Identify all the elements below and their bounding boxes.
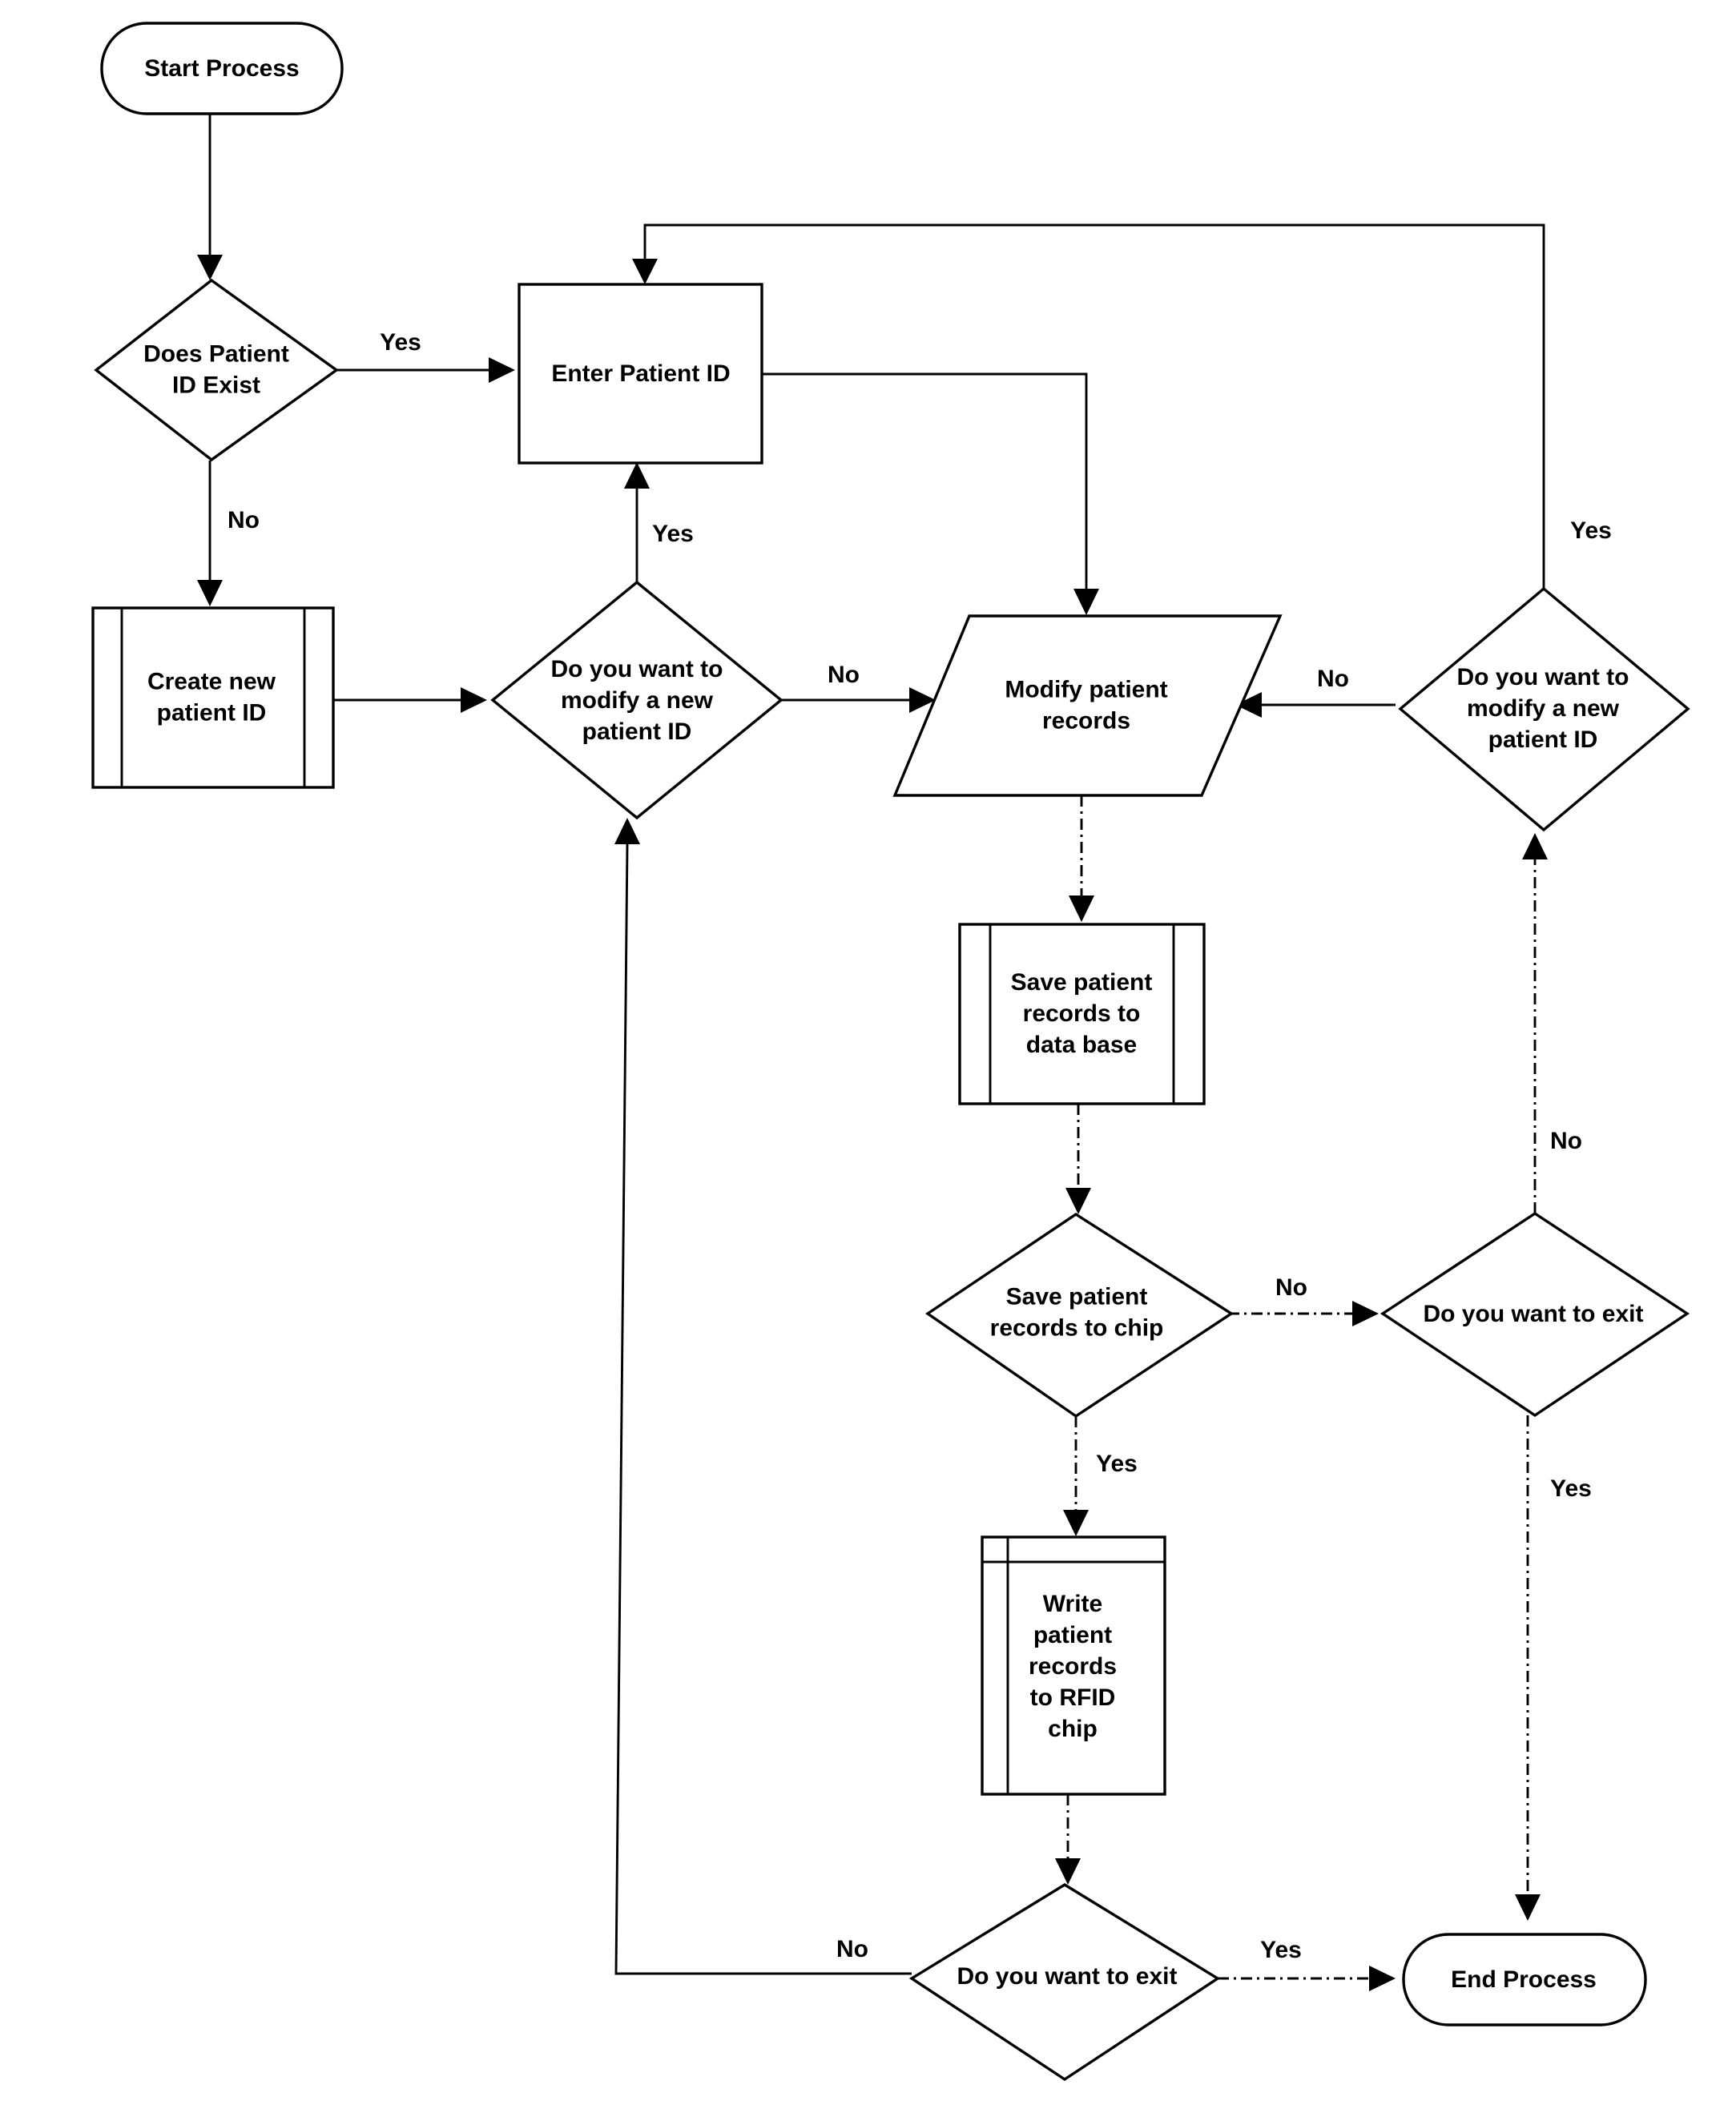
label-line: Do you want to exit bbox=[1423, 1301, 1643, 1327]
arrowhead bbox=[1522, 833, 1548, 859]
arrowhead bbox=[1069, 895, 1094, 922]
label-line: patient ID bbox=[1488, 726, 1598, 753]
node-labels: Start Process Does Patient ID Exist Enter… bbox=[143, 55, 1643, 1993]
label-exists-no: No bbox=[228, 507, 260, 533]
label-line: ID Exist bbox=[172, 372, 260, 399]
label-line: records bbox=[1042, 708, 1130, 734]
edge-labels: Yes No Yes No No Yes No Yes No Yes No Ye… bbox=[228, 329, 1612, 1963]
arrowhead bbox=[632, 259, 658, 284]
exists-decision bbox=[96, 280, 336, 460]
label-modify-right-no: No bbox=[1317, 666, 1349, 692]
arrowhead bbox=[624, 462, 650, 489]
nodes bbox=[93, 23, 1688, 2079]
arrowhead bbox=[461, 687, 487, 713]
arrowhead bbox=[1065, 1188, 1091, 1214]
label-modify-right-yes: Yes bbox=[1570, 517, 1612, 544]
label-line: Do you want to bbox=[551, 656, 723, 682]
label-line: patient ID bbox=[582, 718, 692, 745]
label-save-chip-no: No bbox=[1275, 1274, 1307, 1301]
label-line: data base bbox=[1026, 1032, 1137, 1058]
label-exit-right-yes: Yes bbox=[1550, 1475, 1592, 1502]
label-line: Write bbox=[1043, 1591, 1102, 1617]
end-label: End Process bbox=[1451, 1966, 1597, 1993]
label-line: Create new bbox=[147, 669, 276, 695]
exit-bottom-label: Do you want to exit bbox=[957, 1963, 1177, 1990]
edge-exit-bottom-to-modify-left bbox=[616, 844, 912, 1974]
enter-id-label: Enter Patient ID bbox=[551, 360, 730, 387]
arrowhead bbox=[1515, 1894, 1541, 1921]
label-line: Do you want to bbox=[1457, 664, 1629, 690]
label-exit-bottom-no: No bbox=[836, 1936, 868, 1962]
label-line: Does Patient bbox=[143, 341, 289, 368]
label-line: chip bbox=[1048, 1716, 1098, 1742]
label-exit-right-no: No bbox=[1550, 1128, 1582, 1154]
edge-modify-right-to-enter-id bbox=[645, 225, 1544, 589]
label-exists-yes: Yes bbox=[380, 329, 421, 356]
label-line: patient ID bbox=[157, 700, 267, 726]
label-line: Do you want to exit bbox=[957, 1963, 1177, 1990]
arrowhead bbox=[1073, 589, 1099, 615]
label-line: Modify patient bbox=[1005, 677, 1167, 703]
modify-records-box bbox=[895, 616, 1280, 795]
create-id-box bbox=[93, 608, 333, 787]
label-line: Save patient bbox=[1011, 969, 1153, 996]
label-line: records to chip bbox=[990, 1315, 1164, 1342]
arrowhead bbox=[1369, 1966, 1396, 1991]
label-line: modify a new bbox=[1467, 695, 1620, 722]
arrowhead bbox=[1055, 1858, 1081, 1885]
label-line: modify a new bbox=[561, 687, 714, 714]
label-exit-bottom-yes: Yes bbox=[1260, 1937, 1302, 1963]
arrowhead bbox=[614, 818, 640, 844]
edge-enter-id-to-modify-records bbox=[759, 374, 1086, 589]
arrowhead bbox=[1352, 1301, 1379, 1326]
label-modify-left-yes: Yes bbox=[652, 521, 694, 547]
label-line: records to bbox=[1023, 1000, 1141, 1027]
arrowhead bbox=[197, 255, 223, 280]
arrowhead bbox=[1063, 1510, 1089, 1536]
connectors bbox=[197, 115, 1548, 1991]
start-label: Start Process bbox=[144, 55, 299, 82]
arrowhead bbox=[489, 357, 515, 383]
save-db-label: Save patient records to data base bbox=[1011, 969, 1153, 1058]
exit-right-label: Do you want to exit bbox=[1423, 1301, 1643, 1327]
label-line: Save patient bbox=[1006, 1284, 1148, 1310]
label-line: records bbox=[1029, 1653, 1117, 1680]
label-line: patient bbox=[1033, 1622, 1112, 1648]
arrowhead bbox=[197, 580, 223, 606]
label-line: Enter Patient ID bbox=[551, 360, 730, 387]
label-modify-left-no: No bbox=[828, 662, 860, 688]
label-line: Start Process bbox=[144, 55, 299, 82]
label-line: to RFID bbox=[1030, 1684, 1116, 1711]
label-save-chip-yes: Yes bbox=[1096, 1451, 1138, 1477]
label-line: End Process bbox=[1451, 1966, 1597, 1993]
